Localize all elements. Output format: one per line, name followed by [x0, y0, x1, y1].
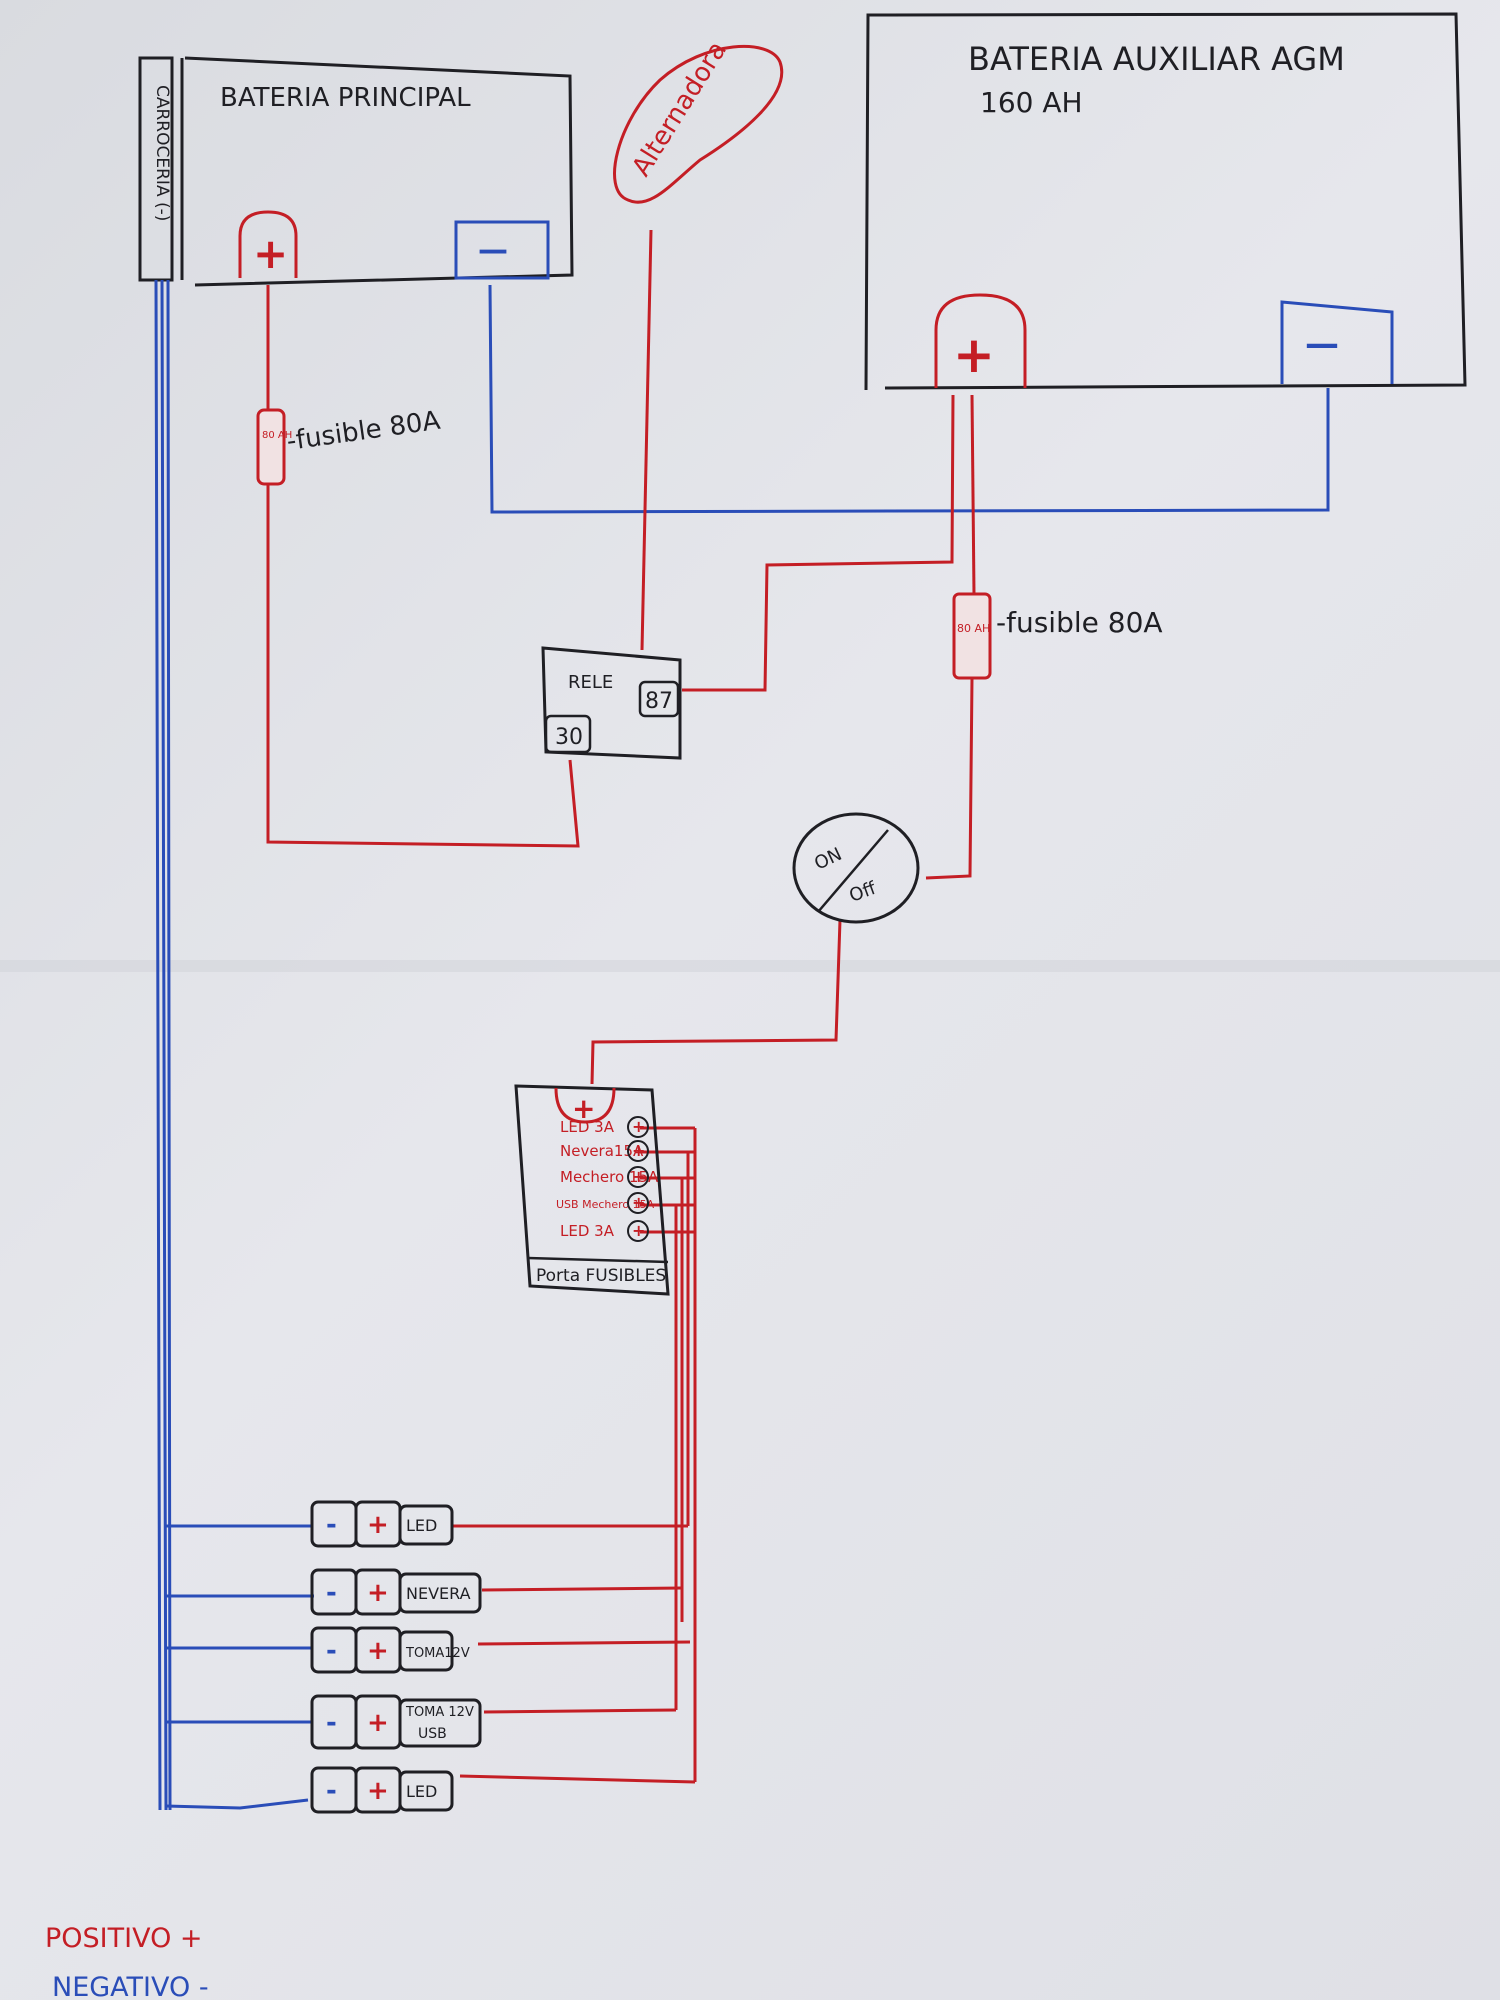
fuse-slot-circle — [627, 1140, 649, 1162]
on-off-switch: ON Off — [792, 812, 920, 924]
load-label: TOMA12V — [405, 1646, 470, 1661]
fuse-slot-circle — [627, 1220, 649, 1242]
load-positive-symbol: + — [367, 1510, 389, 1540]
load-connector: -+ TOMA 12V USB — [310, 1694, 482, 1750]
fuse-slot-label: Nevera15A — [560, 1142, 644, 1160]
load-label-box — [398, 1630, 454, 1672]
fuse-slot-plus: + — [632, 1117, 645, 1136]
fuse-box: + LED 3A+Nevera15A+Mechero 15A+USB Meche… — [514, 1084, 670, 1296]
load-label: NEVERA — [406, 1584, 471, 1603]
legend: POSITIVO + NEGATIVO - — [45, 1923, 209, 2000]
fuse-box-positive-symbol: + — [572, 1092, 595, 1125]
alternator-label: Alternadora — [626, 36, 732, 182]
relay-pin-87-label: 87 — [645, 689, 673, 714]
fuse-main: 80 AH -fusible 80A — [256, 406, 443, 486]
chassis-label: CARROCERIA (-) — [152, 85, 172, 221]
alternator-wire — [640, 229, 653, 651]
positive-wiring — [266, 229, 976, 1784]
load-label-secondary: USB — [418, 1726, 447, 1742]
load-connector: -+ TOMA12V — [310, 1626, 470, 1674]
fuse-slot-circle — [627, 1192, 649, 1214]
relay-label: RELE — [568, 672, 613, 693]
load-wire-3 — [477, 1640, 691, 1646]
load-label: LED — [406, 1782, 437, 1801]
aux-fuse-to-switch-wire — [925, 677, 974, 880]
load-label-box — [398, 1572, 482, 1614]
load-negative-symbol: - — [326, 1578, 337, 1608]
chassis-ground-bar: CARROCERIA (-) — [138, 56, 184, 282]
paper-fold — [0, 960, 1500, 972]
fuse-slot-label: LED 3A — [560, 1222, 615, 1240]
load-positive-symbol: + — [367, 1708, 389, 1738]
fuse-main-text: 80 AH — [262, 430, 292, 441]
fuse-slot-plus: + — [632, 1167, 645, 1186]
load-label-box — [398, 1770, 454, 1812]
aux-negative-symbol: — — [1305, 324, 1339, 364]
load-connector: -+ NEVERA — [310, 1568, 482, 1616]
ground-wire-5 — [165, 1798, 309, 1810]
aux-battery-capacity: 160 AH — [980, 86, 1083, 119]
load-positive-symbol: + — [367, 1776, 389, 1806]
load-connector: -+ LED — [310, 1500, 454, 1548]
fuse-slot-plus: + — [632, 1141, 645, 1160]
aux-positive-wire — [970, 394, 976, 595]
load-positive-symbol: + — [367, 1636, 389, 1666]
fuse-slot-label: Mechero 15A — [560, 1168, 659, 1186]
relay-pin-87 — [638, 680, 680, 718]
load-wire-5 — [459, 1774, 696, 1784]
main-battery-positive-terminal — [238, 210, 298, 278]
relay-pin-30-label: 30 — [555, 725, 583, 750]
fuse-slot-plus: + — [632, 1193, 645, 1212]
negative-wire-batteries — [488, 284, 1330, 514]
fuse-aux: 80 AH -fusible 80A — [952, 592, 1163, 680]
alternator: Alternadora — [613, 36, 784, 204]
aux-battery-title: BATERIA AUXILIAR AGM — [968, 40, 1345, 78]
aux-battery: BATERIA AUXILIAR AGM 160 AH + — — [864, 12, 1467, 391]
load-connector: -+ LED — [310, 1766, 454, 1814]
relay-pin-30 — [544, 714, 592, 754]
fuse-slot-circle — [627, 1116, 649, 1138]
load-negative-symbol: - — [326, 1776, 337, 1806]
fuse-aux-label: -fusible 80A — [996, 606, 1163, 639]
fuse-box-title: Porta FUSIBLES — [536, 1266, 666, 1286]
load-wire-2 — [481, 1586, 683, 1592]
fuse-main-label: -fusible 80A — [285, 406, 443, 457]
main-negative-symbol: — — [478, 233, 508, 268]
negative-wiring — [154, 279, 1330, 1811]
fuse-slot-plus: + — [632, 1221, 645, 1240]
switch-on-label: ON — [811, 844, 845, 875]
main-battery-negative-terminal — [454, 220, 550, 280]
switch-to-fusebox-wire — [590, 919, 842, 1085]
main-positive-wire — [266, 285, 580, 848]
load-negative-symbol: - — [326, 1636, 337, 1666]
fuse-slots: LED 3A+Nevera15A+Mechero 15A+USB Mechero… — [556, 1116, 659, 1242]
fuse-aux-text: 80 AH — [957, 622, 990, 635]
switch-off-label: Off — [847, 878, 880, 907]
legend-negative: NEGATIVO - — [52, 1972, 209, 2000]
fusebox-output-wires — [640, 1126, 697, 1782]
legend-positive: POSITIVO + — [45, 1923, 203, 1954]
load-label-box — [398, 1698, 482, 1748]
load-wire-4 — [483, 1708, 677, 1714]
aux-positive-symbol: + — [953, 326, 995, 384]
main-positive-symbol: + — [253, 229, 288, 278]
aux-battery-positive-terminal — [934, 293, 1027, 388]
load-label: LED — [406, 1516, 437, 1535]
main-battery: BATERIA PRINCIPAL + — — [184, 56, 574, 287]
relay: RELE 87 30 — [541, 646, 682, 760]
fuse-slot-label: LED 3A — [560, 1118, 615, 1136]
main-battery-title: BATERIA PRINCIPAL — [220, 83, 471, 113]
chassis-ground-trunk — [154, 279, 172, 1811]
load-positive-symbol: + — [367, 1578, 389, 1608]
fuse-box-positive-terminal — [554, 1087, 616, 1124]
relay-87-wire — [682, 394, 955, 692]
load-label: TOMA 12V — [405, 1705, 474, 1720]
aux-battery-negative-terminal — [1280, 300, 1394, 384]
load-negative-symbol: - — [326, 1708, 337, 1738]
fuse-slot-circle — [627, 1166, 649, 1188]
load-label-box — [398, 1504, 454, 1546]
load-negative-symbol: - — [326, 1510, 337, 1540]
